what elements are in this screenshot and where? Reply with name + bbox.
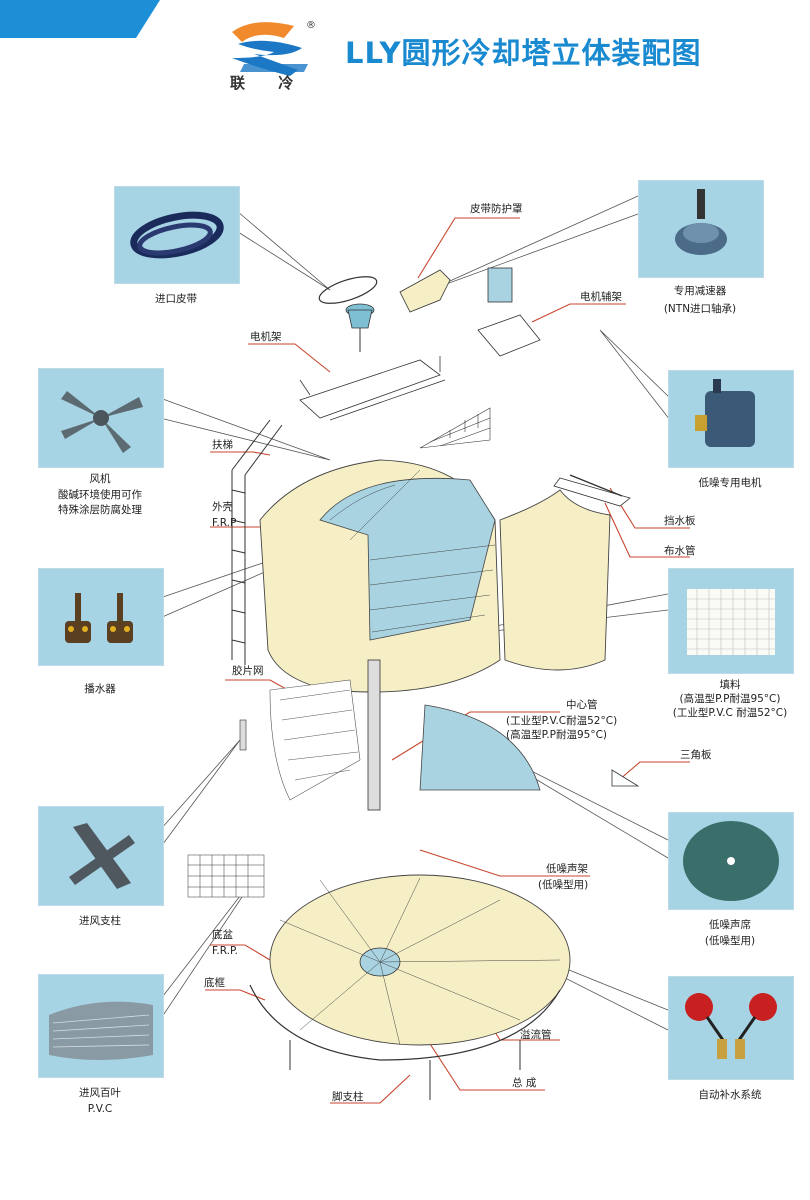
fan-sub2: 特殊涂层防腐处理 xyxy=(58,504,142,516)
label-triangle-plate: 三角板 xyxy=(680,749,712,761)
page-title: LLY圆形冷却塔立体装配图 xyxy=(345,36,702,70)
dist-pipe-part xyxy=(569,474,623,497)
column-small-part xyxy=(239,719,247,751)
label-overflow: 溢流管 xyxy=(520,1029,552,1041)
label-center-pipe-sub1: (工业型P.V.C耐温52°C) xyxy=(506,715,618,727)
louver-photo xyxy=(38,974,164,1078)
reducer-caption: 专用减速器 xyxy=(673,285,727,297)
reducer-photo xyxy=(638,180,764,278)
label-leg: 脚支柱 xyxy=(332,1091,364,1103)
fill-sub: (高温型P.P耐温95°C) xyxy=(679,693,781,705)
belt-guard-part xyxy=(399,269,451,313)
motor-photo xyxy=(668,370,794,468)
label-basin: 底盆 xyxy=(212,929,233,941)
shell-side-panel xyxy=(499,489,611,671)
motor-part xyxy=(477,267,541,357)
label-motor-bracket: 电机辅架 xyxy=(580,291,622,303)
label-eliminator: 挡水板 xyxy=(664,515,696,527)
base-frame-part xyxy=(249,984,561,1061)
fan-caption: 风机 xyxy=(89,473,111,485)
header-corner-band xyxy=(0,0,160,38)
center-pipe-part xyxy=(367,659,381,811)
triangle-plate-part xyxy=(611,769,640,787)
column-caption: 进风支柱 xyxy=(79,915,121,927)
louver-caption: 进风百叶 xyxy=(79,1087,121,1099)
label-fill-net: 胶片网 xyxy=(232,665,264,677)
label-noise-frame-sub: (低噪型用) xyxy=(538,879,589,891)
label-assembly: 总 成 xyxy=(512,1077,537,1089)
reducer-sub: (NTN进口轴承) xyxy=(663,303,737,315)
float-valve-photo xyxy=(668,976,794,1080)
motor-caption: 低噪专用电机 xyxy=(698,477,762,489)
belt-photo xyxy=(114,186,240,284)
label-motor-frame: 电机架 xyxy=(250,331,282,343)
logo-text: 联 冷 xyxy=(230,74,308,92)
shell-body xyxy=(259,459,501,693)
registered-mark: ® xyxy=(306,20,316,31)
label-center-pipe-sub2: (高温型P.P耐温95°C) xyxy=(506,729,608,741)
basin-part xyxy=(269,874,571,1046)
label-base-frame: 底框 xyxy=(204,977,225,989)
fan-photo xyxy=(38,368,164,468)
leg-part xyxy=(289,1040,521,1100)
label-belt-guard: 皮带防护罩 xyxy=(470,203,523,215)
fan-sub: 酸碱环境使用可作 xyxy=(58,489,142,501)
label-basin-sub: F.R.P. xyxy=(212,945,238,957)
louver-sub: P.V.C xyxy=(87,1103,113,1115)
mat-sub: (低噪型用) xyxy=(704,935,756,947)
label-shell: 外壳 xyxy=(212,501,233,513)
mat-caption: 低噪声席 xyxy=(709,919,751,931)
fill-photo xyxy=(668,568,794,674)
reducer-part xyxy=(345,303,375,352)
eliminator-part xyxy=(553,477,631,507)
sprinkler-caption: 播水器 xyxy=(84,683,116,695)
mat-photo xyxy=(668,812,794,910)
fill-caption: 填料 xyxy=(719,679,741,691)
label-dist-pipe: 布水管 xyxy=(664,545,696,557)
fill-sector-part xyxy=(419,704,541,791)
motor-frame-part xyxy=(299,356,446,421)
fill-net-part xyxy=(269,679,361,801)
louver-grid-part xyxy=(187,854,265,898)
label-center-pipe: 中心管 xyxy=(566,699,598,711)
fill-sub2: (工业型P.V.C 耐温52°C) xyxy=(672,707,788,719)
belt-part xyxy=(318,276,378,304)
ladder-part xyxy=(231,419,283,665)
label-shell-sub: F.R.P xyxy=(212,517,237,529)
label-ladder: 扶梯 xyxy=(212,439,233,451)
company-logo: ® xyxy=(232,20,316,76)
top-mesh-part xyxy=(419,407,491,449)
label-noise-frame: 低噪声架 xyxy=(546,863,588,875)
belt-caption: 进口皮带 xyxy=(155,293,197,305)
float-caption: 自动补水系统 xyxy=(698,1089,762,1101)
sprinkler-photo xyxy=(38,568,164,666)
column-photo xyxy=(38,806,164,906)
